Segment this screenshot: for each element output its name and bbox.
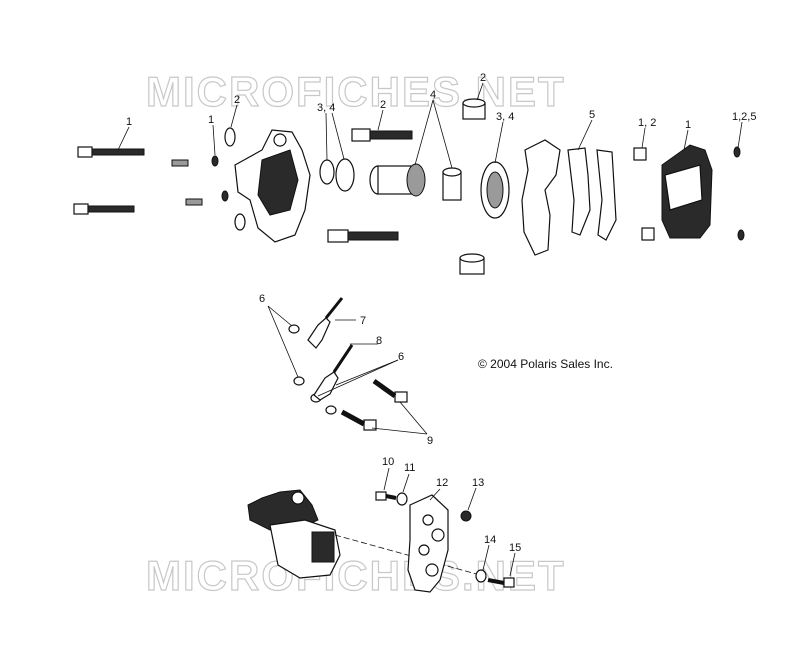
pin-upper: [351, 128, 413, 142]
callout-1-caliper: 1: [685, 119, 691, 131]
banjo-bolt-upper: [372, 378, 408, 403]
callout-7-line: 7: [360, 315, 366, 327]
nut-13: [460, 510, 472, 522]
washer-small-1: [221, 190, 229, 202]
nut-small-1: [733, 146, 741, 158]
bleeder-screw-1: [171, 159, 189, 167]
callout-13-nut: 13: [472, 477, 484, 489]
watermark-top: MICROFICHES.NET: [146, 68, 566, 115]
upper-callouts: 1 2 1 3, 4 2 4 2 3, 4 5 1, 2 1 1,2,5: [126, 72, 756, 131]
bushing-top: [462, 98, 486, 120]
bleeder-screw-2: [185, 198, 203, 206]
copyright-notice: © 2004 Polaris Sales Inc.: [478, 357, 613, 371]
axis-line: [334, 534, 481, 576]
piston-1: [369, 163, 426, 197]
upper-leaders: [117, 82, 743, 169]
callout-2-pin: 2: [380, 99, 386, 111]
brake-pad-outer: [596, 149, 617, 241]
bushing-small-1: [633, 147, 647, 161]
seal-small: [319, 159, 335, 185]
lower-callouts: 10 11 12 13 14 15: [382, 456, 521, 554]
callout-12-plate: 12: [436, 477, 448, 489]
callout-1-nut: 1: [208, 114, 214, 126]
banjo-bolt-lower: [340, 409, 377, 431]
callout-3-4-seals: 3, 4: [317, 102, 335, 114]
caliper-outer-half: [661, 144, 713, 239]
callout-6-washers-2: 6: [398, 351, 404, 363]
callout-6-washers: 6: [259, 293, 265, 305]
washer-2: [224, 127, 236, 147]
upper-caliper-explosion: [73, 98, 745, 275]
caliper-assembled: [247, 489, 341, 579]
callout-11-washer: 11: [404, 462, 415, 474]
bolt-lower-left: [73, 203, 135, 215]
seal-ring-large: [480, 161, 510, 219]
brake-pad-inner: [567, 147, 591, 236]
callout-10-bolt: 10: [382, 456, 394, 468]
callout-3-4-seal-ring: 3, 4: [496, 111, 514, 123]
brake-line-assembly: [288, 297, 408, 431]
crush-washer-4: [325, 405, 337, 415]
brake-line-lower: [313, 344, 354, 401]
nut-small-2: [737, 229, 745, 241]
bolt-upper-left: [77, 146, 145, 158]
callout-1-2-bushing: 1, 2: [638, 117, 656, 129]
callout-5-pads: 5: [589, 109, 595, 121]
piston-2: [442, 167, 462, 201]
crush-washer-1: [288, 324, 300, 334]
callout-15-bolt: 15: [509, 542, 521, 554]
callout-1-bolt: 1: [126, 116, 132, 128]
callout-2-washer: 2: [234, 94, 240, 106]
watermark-bottom: MICROFICHES.NET: [146, 552, 566, 599]
nut-1: [211, 155, 219, 167]
callout-8-line: 8: [376, 335, 382, 347]
bolt-10: [375, 491, 397, 501]
callout-4-pistons: 4: [430, 89, 436, 101]
brake-line-upper: [307, 297, 344, 349]
bolt-15: [487, 577, 515, 588]
middle-callouts: 6 7 8 6 9: [259, 293, 433, 447]
washer-small-2: [234, 213, 246, 231]
callout-1-2-5-nut: 1,2,5: [732, 111, 756, 123]
callout-2-bushing: 2: [480, 72, 486, 84]
callout-14-washer: 14: [484, 534, 496, 546]
middle-leaders: [267, 305, 428, 435]
bushing-lower: [459, 253, 485, 275]
washer-14: [475, 569, 487, 583]
caliper-bracket: [521, 139, 561, 256]
washer-11: [396, 492, 408, 506]
seal-large: [335, 158, 355, 192]
lower-caliper-assembly: [247, 489, 515, 593]
caliper-housing: [234, 129, 311, 243]
bushing-small-2: [641, 227, 655, 241]
lower-leaders: [383, 467, 516, 577]
callout-9-bolts: 9: [427, 435, 433, 447]
pin-lower: [327, 229, 399, 243]
crush-washer-2: [293, 376, 305, 386]
